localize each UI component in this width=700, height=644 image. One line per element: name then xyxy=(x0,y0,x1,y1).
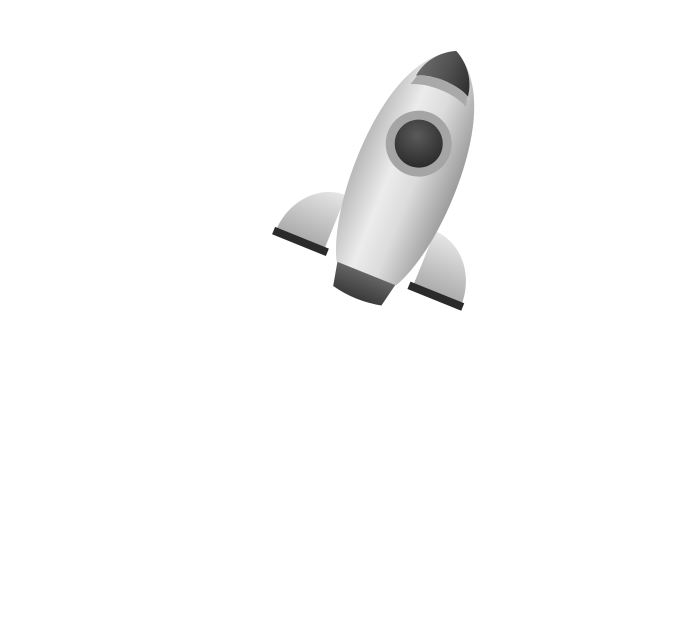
nose-cone xyxy=(415,50,470,97)
nose-band xyxy=(410,75,467,107)
porthole-window xyxy=(385,110,452,177)
right-fin xyxy=(407,231,466,311)
rocket xyxy=(272,50,475,311)
rocket-nozzle xyxy=(333,257,398,306)
left-fin xyxy=(272,191,347,257)
